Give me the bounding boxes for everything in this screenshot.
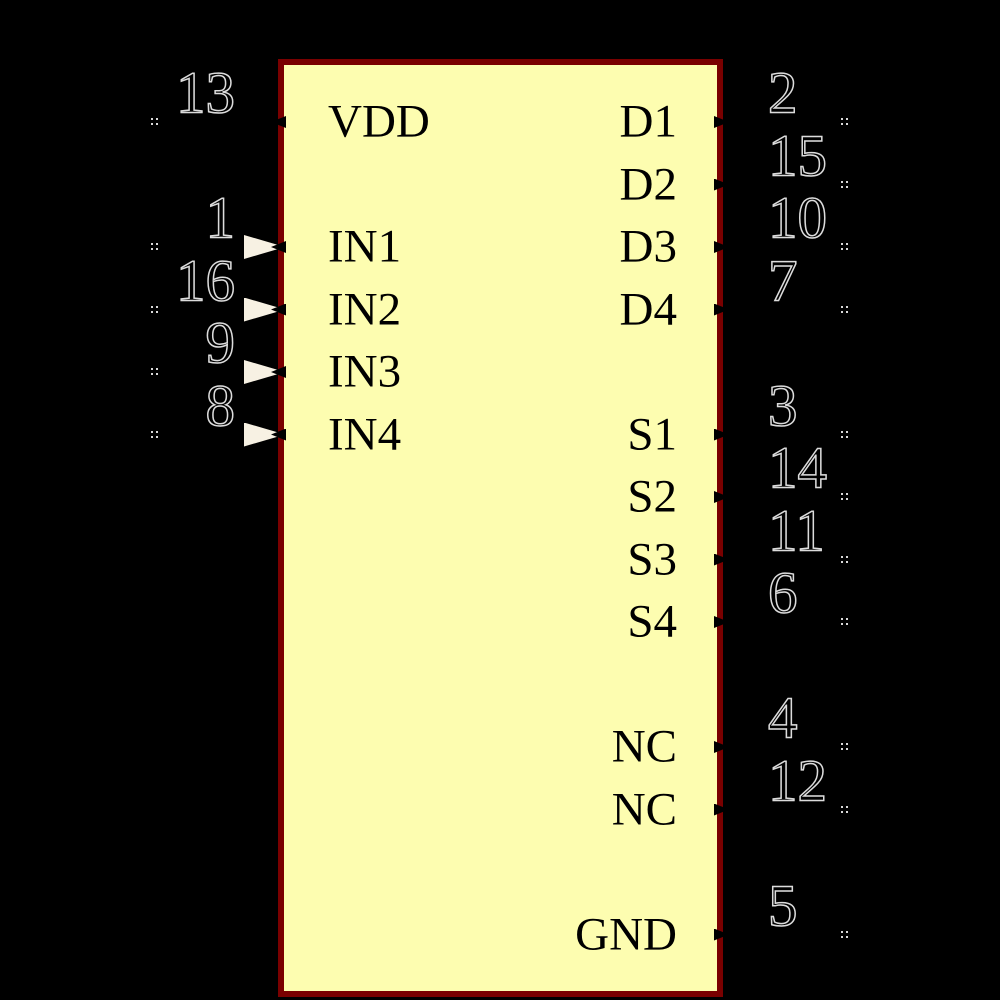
pin-label-VDD: VDD xyxy=(328,95,430,148)
pin-number-15: 15 xyxy=(767,122,828,188)
net-tick xyxy=(841,930,843,933)
net-tick xyxy=(841,430,843,433)
pin-number-3: 3 xyxy=(767,372,798,438)
pin-number-11: 11 xyxy=(767,497,825,563)
pin-number-10: 10 xyxy=(767,184,828,251)
pin-label-NC: NC xyxy=(611,720,677,773)
pin-label-S2: S2 xyxy=(627,470,677,523)
net-tick xyxy=(841,118,843,120)
pin-label-S4: S4 xyxy=(627,595,677,648)
pin-number-13: 13 xyxy=(175,59,236,126)
pin-label-IN1: IN1 xyxy=(328,220,402,273)
pin-number-9: 9 xyxy=(205,309,236,376)
pin-number-6: 6 xyxy=(767,559,798,626)
pin-number-12: 12 xyxy=(767,747,828,813)
pin-label-S3: S3 xyxy=(627,533,677,585)
pin-label-D1: D1 xyxy=(619,95,677,148)
net-tick xyxy=(841,555,843,558)
net-tick xyxy=(841,305,843,308)
pin-label-S1: S1 xyxy=(627,408,677,460)
pin-label-GND: GND xyxy=(575,908,677,960)
net-tick xyxy=(841,618,843,620)
pin-number-2: 2 xyxy=(767,59,798,126)
net-tick xyxy=(151,243,153,245)
net-tick xyxy=(841,180,843,183)
pin-label-D2: D2 xyxy=(619,158,677,210)
pin-label-D3: D3 xyxy=(619,220,677,273)
ic-body xyxy=(278,59,723,997)
net-tick xyxy=(151,368,153,370)
pin-number-14: 14 xyxy=(767,434,828,501)
pin-number-16: 16 xyxy=(175,247,236,313)
net-tick xyxy=(841,805,843,808)
pin-label-IN2: IN2 xyxy=(328,283,402,335)
pin-number-7: 7 xyxy=(767,247,798,313)
pin-number-4: 4 xyxy=(767,684,798,751)
net-tick xyxy=(151,305,153,308)
pin-number-8: 8 xyxy=(205,372,236,438)
pin-number-5: 5 xyxy=(767,872,798,938)
pin-label-D4: D4 xyxy=(619,283,677,335)
pin-number-1: 1 xyxy=(205,184,236,251)
pin-label-IN3: IN3 xyxy=(328,345,402,398)
net-tick xyxy=(841,743,843,745)
net-tick xyxy=(841,493,843,495)
net-tick xyxy=(151,118,153,120)
pin-label-NC: NC xyxy=(611,783,677,835)
net-tick xyxy=(841,243,843,245)
net-tick xyxy=(151,430,153,433)
pin-label-IN4: IN4 xyxy=(328,408,402,460)
